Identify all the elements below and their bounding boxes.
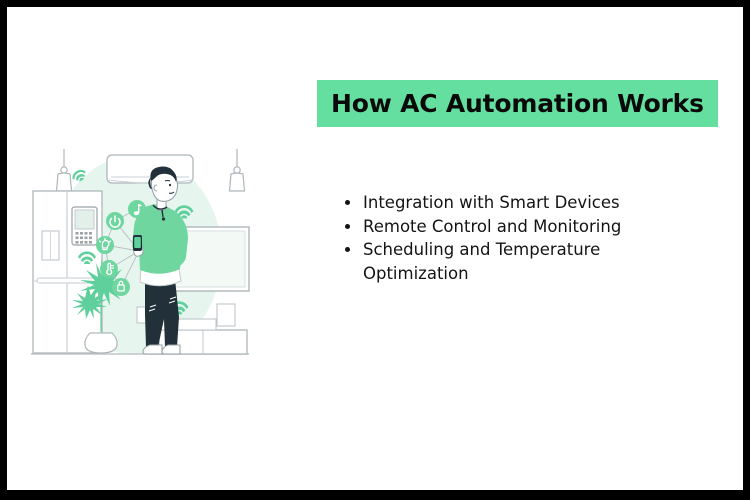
list-item: Integration with Smart Devices <box>337 191 667 215</box>
thermometer-icon <box>100 260 118 278</box>
wifi-small-icon <box>72 169 86 182</box>
title-banner: How AC Automation Works <box>317 80 718 127</box>
pendant-lamp-right <box>228 149 246 192</box>
smart-home-automation-illustration <box>29 147 251 362</box>
person-with-smartphone <box>132 166 188 355</box>
page-title: How AC Automation Works <box>331 89 704 118</box>
fridge-control-panel <box>71 206 98 246</box>
bullet-list: Integration with Smart Devices Remote Co… <box>337 191 667 285</box>
power-icon <box>106 212 124 230</box>
smart-refrigerator <box>32 190 103 354</box>
lock-icon <box>112 278 130 296</box>
list-item: Remote Control and Monitoring <box>337 215 667 239</box>
list-item: Scheduling and Temperature Optimization <box>337 238 667 285</box>
slide-canvas: How AC Automation Works Integration with… <box>7 7 743 490</box>
pendant-lamp-left <box>55 149 73 192</box>
lightbulb-icon <box>96 236 114 254</box>
